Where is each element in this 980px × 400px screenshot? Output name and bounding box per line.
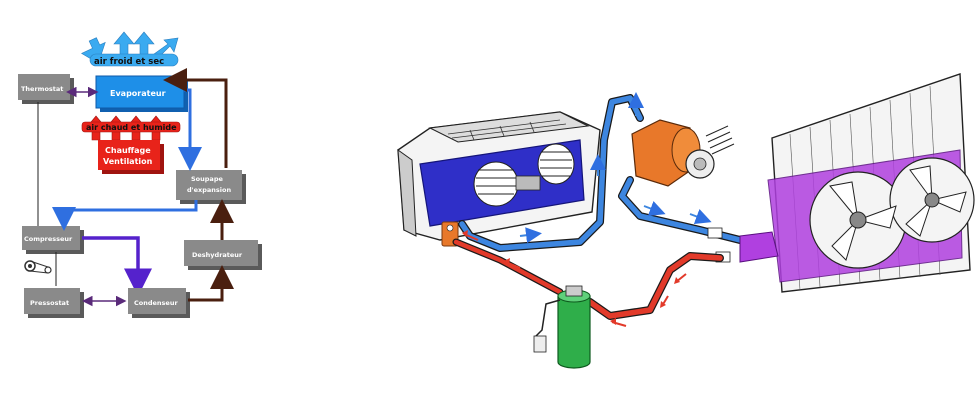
low-pressure-pipe	[459, 95, 643, 251]
air-out-label: air froid et sec	[94, 57, 164, 67]
thermostat-label: Thermostat	[21, 85, 63, 93]
condenser-box: Condenseur	[128, 288, 190, 318]
pressostat-label: Pressostat	[30, 299, 69, 307]
liquid-pipe-outline	[586, 252, 724, 320]
refrigeration-schematic: air froid et sec Evaporateur air chaud e…	[18, 31, 262, 318]
car-ac-illustration	[397, 73, 975, 369]
line-valve-to-evaporator	[163, 68, 228, 168]
dehydrator-part	[533, 285, 591, 369]
line-condenser-to-dehydrator	[188, 265, 234, 302]
condenser-part	[739, 73, 975, 293]
heater-box: Chauffage Ventilation	[98, 140, 164, 174]
expansion-valve-box: Soupape d'expansion	[176, 170, 246, 204]
valve-label-line2: d'expansion	[187, 186, 231, 194]
flow-arrows	[462, 92, 712, 327]
liquid-pipe	[587, 253, 723, 319]
line-valve-to-compressor	[52, 200, 198, 231]
compressor-part	[631, 119, 735, 187]
evaporator-housing	[397, 111, 601, 241]
compressor-label: Compresseur	[24, 235, 73, 243]
valve-label-line1: Soupape	[191, 175, 223, 183]
liquid-pipe-2	[453, 239, 563, 295]
hot-air-arrows	[81, 115, 181, 141]
dehydrator-label: Deshydrateur	[192, 251, 243, 259]
condenser-label: Condenseur	[134, 299, 178, 307]
line-compressor-to-condenser	[82, 236, 152, 297]
compressor-box: Compresseur	[22, 226, 84, 254]
dehydrator-box: Deshydrateur	[184, 240, 262, 270]
pulley-icon	[24, 260, 52, 274]
heater-label-line2: Ventilation	[103, 157, 153, 166]
cold-air-arrows	[81, 31, 179, 67]
thermostat-box: Thermostat	[18, 74, 74, 104]
evaporator-label: Evaporateur	[110, 89, 166, 98]
pressostat-box: Pressostat	[24, 288, 84, 318]
air-in-label: air chaud et humide	[86, 123, 177, 132]
heater-label-line1: Chauffage	[105, 146, 151, 155]
